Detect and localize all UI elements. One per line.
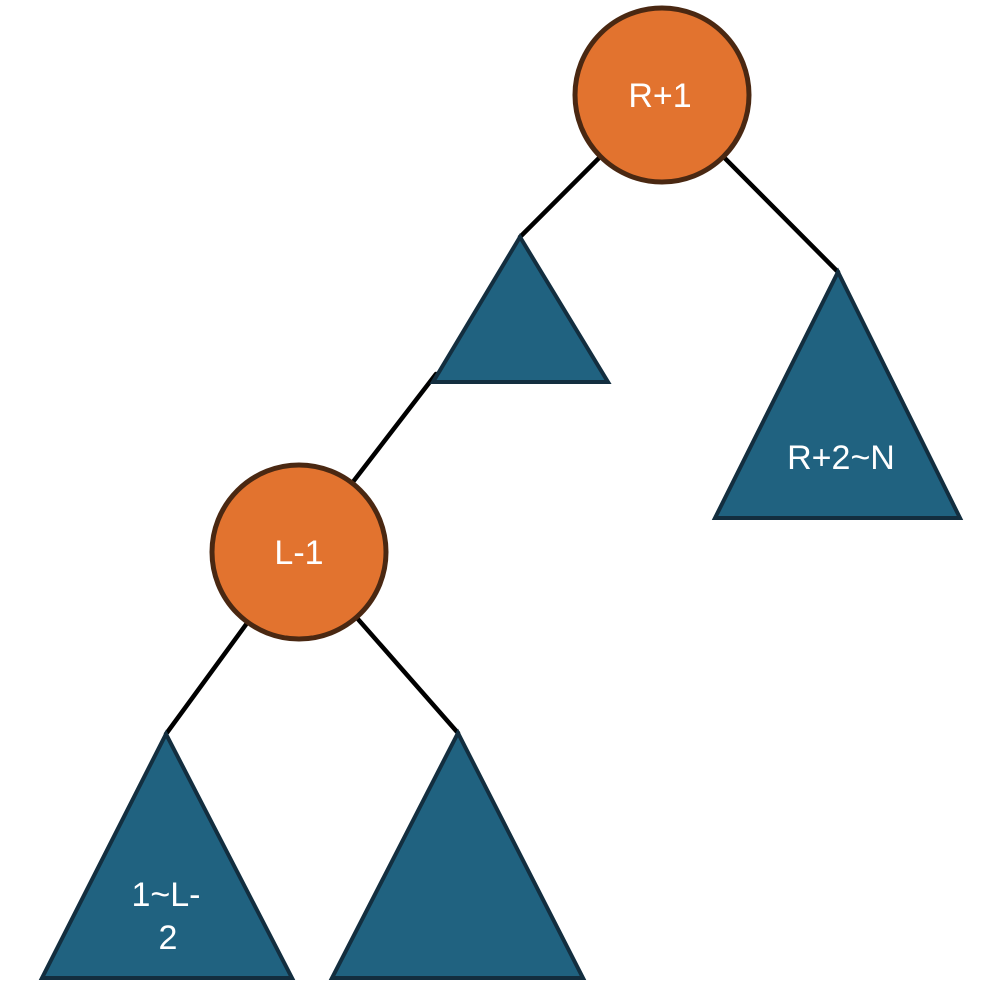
node-left-child-circle: [209, 462, 389, 642]
subtree-bottom-center-triangle: [328, 728, 587, 980]
subtree-bottom-left-triangle: [38, 729, 296, 980]
node-left-child-label: L-1: [274, 534, 323, 572]
subtree-bottom-left-label-line2: 2: [159, 919, 178, 957]
subtree-bottom-left-label-line1: 1~L-: [132, 876, 201, 914]
node-root-circle: [572, 5, 752, 185]
edge-group: [163, 92, 841, 737]
subtree-right-label: R+2~N: [787, 439, 895, 477]
node-root-label: R+1: [628, 77, 691, 115]
subtree-right-triangle: [711, 267, 964, 520]
subtree-middle-triangle: [429, 233, 612, 384]
